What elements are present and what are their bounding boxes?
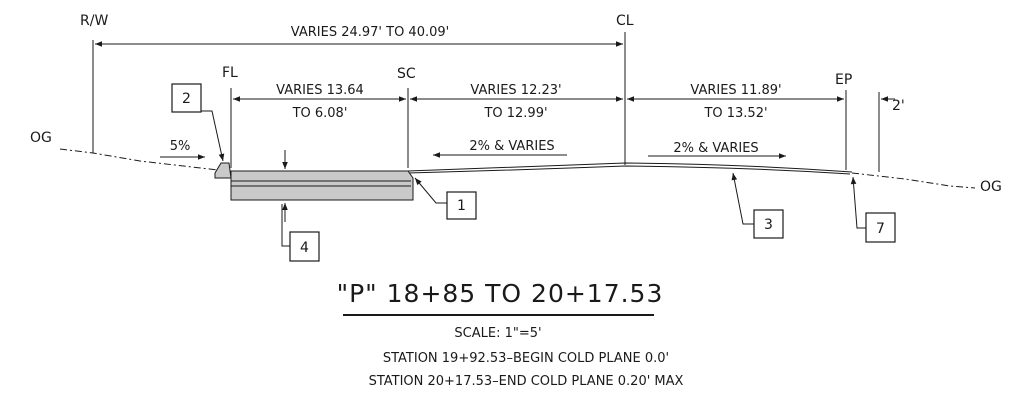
scale-text: SCALE: 1"=5' [454, 326, 541, 341]
seg2-dimension-text-1: VARIES 12.23' [470, 83, 561, 98]
callout-3-box [753, 209, 784, 239]
note-end-cold-plane: STATION 20+17.53–END COLD PLANE 0.20' MA… [369, 374, 684, 389]
callout-3-leader [731, 172, 754, 225]
fl-label: FL [222, 65, 238, 81]
callout-2-leader [201, 110, 225, 162]
seg1-dimension-text-1: VARIES 13.64 [276, 83, 364, 98]
seg1-dimension-text-2: TO 6.08' [292, 106, 348, 121]
og-left-ground [59, 148, 219, 171]
slope-middle-text: 2% & VARIES [469, 139, 554, 154]
cl-label: CL [616, 13, 634, 29]
slope-right-text: 2% & VARIES [673, 141, 758, 156]
sc-label: SC [397, 66, 416, 82]
og-right-ground [851, 172, 976, 189]
callout-3-text: 3 [764, 217, 773, 233]
callout-2-box [171, 83, 202, 113]
seg3-dimension-text-1: VARIES 11.89' [690, 83, 781, 98]
callout-7-leader [850, 176, 866, 229]
callout-7-text: 7 [876, 221, 885, 237]
callout-7-box [865, 212, 896, 243]
road-surface-lower [407, 165, 851, 175]
seg2-dimension-text-2: TO 12.99' [483, 106, 547, 121]
ep-label: EP [835, 72, 852, 88]
callout-4-leader [281, 204, 290, 247]
section-title: "P" 18+85 TO 20+17.53 [337, 279, 664, 308]
two-ft-label: 2' [892, 98, 905, 114]
curb [214, 162, 232, 179]
slope-left-text: 5% [170, 139, 191, 154]
callout-4-text: 4 [300, 240, 309, 256]
callout-4-box [289, 231, 320, 262]
callout-1-leader [414, 177, 447, 204]
og-right-label: OG [980, 179, 1002, 195]
callout-2-text: 2 [182, 91, 191, 107]
rw-label: R/W [80, 13, 108, 29]
seg3-dimension-text-2: TO 13.52' [703, 106, 767, 121]
callout-1-box [446, 191, 477, 220]
callout-1-text: 1 [457, 198, 466, 214]
road-surface-line [231, 162, 853, 173]
og-left-label: OG [30, 130, 52, 146]
note-begin-cold-plane: STATION 19+92.53–BEGIN COLD PLANE 0.0' [383, 351, 669, 366]
overall-dimension-text: VARIES 24.97' TO 40.09' [291, 25, 449, 40]
